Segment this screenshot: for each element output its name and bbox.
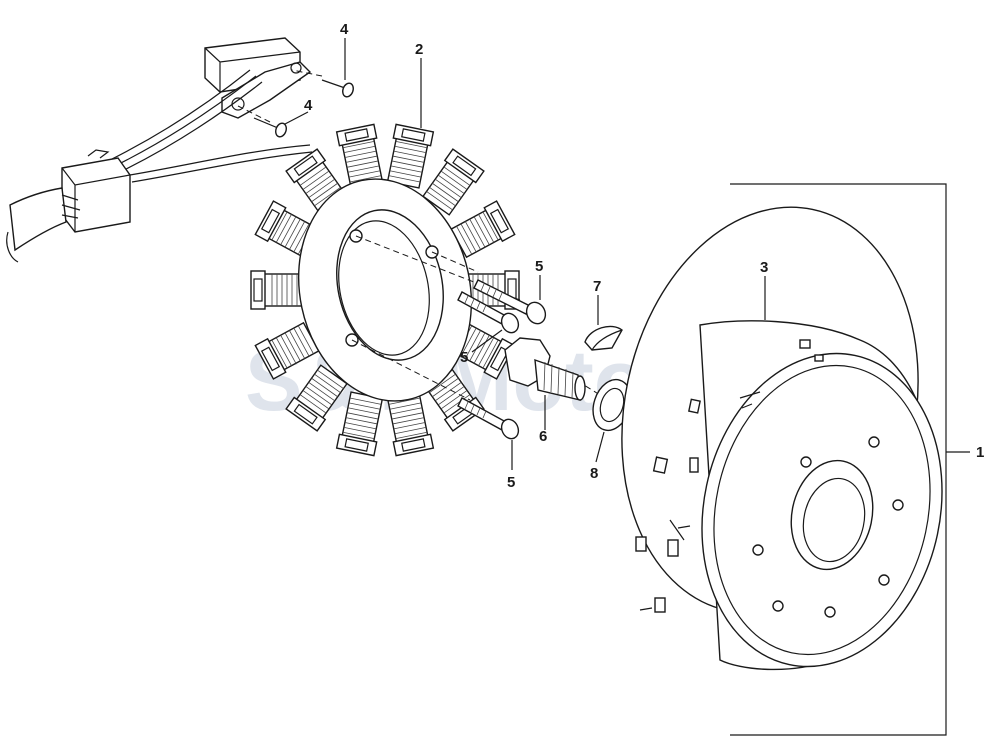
flywheel-nut-6 — [504, 337, 586, 401]
assembly-line — [291, 69, 323, 77]
stator-coil — [254, 321, 320, 380]
woodruff-key-7 — [584, 325, 623, 351]
assembly-bracket — [730, 183, 947, 736]
stator-coil — [422, 148, 485, 216]
stator-coil — [335, 123, 384, 189]
wiring-harness — [6, 37, 313, 263]
callout-6: 6 — [539, 428, 547, 445]
callout-5-upper: 5 — [535, 258, 543, 275]
stator-coil — [386, 123, 435, 189]
stator-coil — [450, 200, 516, 259]
bolt-5-upper — [473, 279, 547, 325]
callout-5-middle: 5 — [460, 349, 468, 366]
stator-coil — [285, 364, 348, 432]
callout-4-upper: 4 — [340, 21, 349, 38]
washer-8 — [592, 378, 632, 432]
stator-assembly — [250, 123, 520, 457]
stator-coil — [335, 391, 384, 457]
callout-2: 2 — [415, 41, 423, 58]
assembly-line — [237, 105, 271, 123]
screw-4-upper — [321, 79, 354, 98]
assembly-line — [351, 339, 471, 401]
callout-1: 1 — [976, 444, 984, 461]
callout-3: 3 — [760, 259, 768, 276]
bolt-5-middle — [457, 291, 520, 334]
callout-4-lower: 4 — [304, 97, 313, 114]
flywheel-rotor — [621, 206, 943, 671]
callout-8: 8 — [590, 465, 598, 482]
bolt-5-lower — [457, 397, 520, 440]
leader-lines — [284, 38, 766, 470]
callout-7: 7 — [593, 278, 601, 295]
stator-coil — [250, 270, 304, 310]
callout-5-lower: 5 — [507, 474, 515, 491]
assembly-line — [431, 251, 479, 273]
screw-4-lower — [253, 117, 287, 138]
stator-coil — [386, 391, 435, 457]
